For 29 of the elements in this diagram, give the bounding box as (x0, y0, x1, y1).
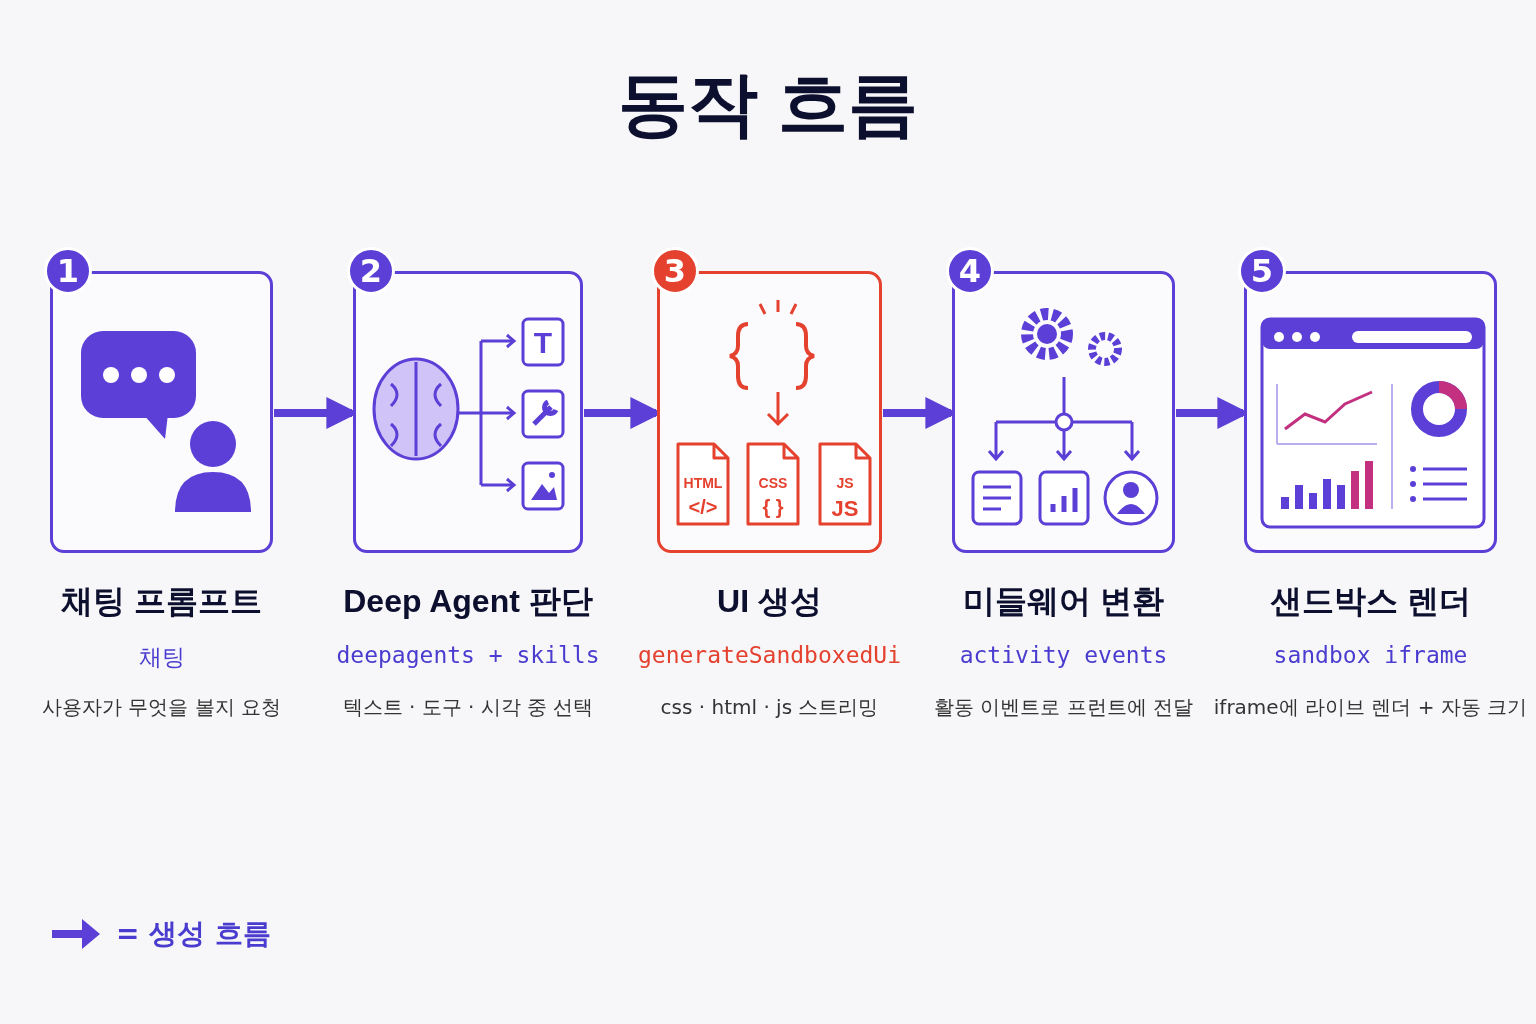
step-description: 사용자가 무엇을 볼지 요청 (41, 694, 282, 721)
step-title: 채팅 프롬프트 (61, 582, 262, 621)
file-type-label: JS (831, 496, 859, 521)
code-label: activity events (959, 642, 1168, 668)
file-type-label: HTML (683, 475, 723, 491)
step-number: 2 (347, 247, 395, 295)
step-number: 3 (651, 247, 699, 295)
step-number: 1 (44, 247, 92, 295)
title: 동작 흐름 (617, 64, 919, 145)
step-title: 샌드박스 렌더 (1270, 582, 1471, 621)
file-type-label: T (533, 326, 553, 359)
step-number: 5 (1238, 247, 1286, 295)
code-label: generateSandboxedUi (637, 642, 902, 668)
code-label: 채팅 (138, 643, 185, 672)
file-type-label: CSS (758, 475, 788, 491)
file-type-label: JS (836, 475, 854, 491)
step-number: 4 (946, 247, 994, 295)
step-description: iframe에 라이브 렌더 + 자동 크기 (1213, 694, 1528, 721)
legend-text: = 생성 흐름 (116, 916, 271, 952)
step-title: Deep Agent 판단 (343, 582, 593, 621)
file-type-label: </> (688, 496, 718, 518)
step-title: 미들웨어 변환 (963, 582, 1164, 621)
file-type-label: { } (762, 496, 784, 518)
code-label: deepagents + skills (336, 642, 600, 668)
code-label: sandbox iframe (1273, 642, 1468, 668)
step-description: 활동 이벤트로 프런트에 전달 (933, 694, 1194, 721)
step-title: UI 생성 (717, 582, 822, 621)
step-description: 텍스트 · 도구 · 시각 중 선택 (342, 694, 594, 721)
step-description: css · html · js 스트리밍 (660, 694, 879, 721)
